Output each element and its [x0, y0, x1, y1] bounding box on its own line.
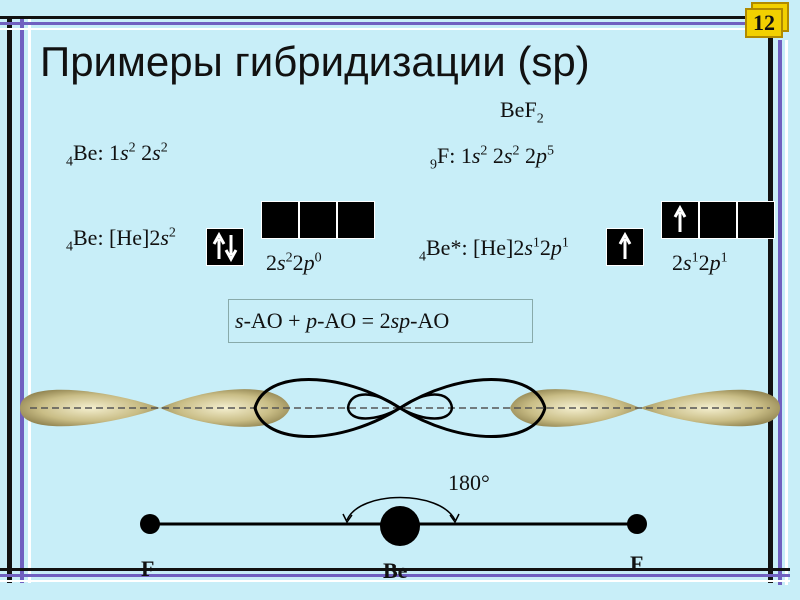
frame-bar [0, 574, 790, 577]
orbital-cell-empty [299, 201, 337, 239]
sp-hybrid-inner-lobe-right [397, 393, 454, 420]
bond-angle-label: 180° [448, 470, 490, 495]
be-excited-s-orbital [606, 228, 644, 266]
sp-hybrid-inner-lobe-left [346, 393, 403, 420]
frame-bar [0, 568, 790, 571]
electron-up-arrow-icon [673, 204, 687, 232]
atom-label-f-right: F [630, 551, 644, 576]
orbital-cell-single [661, 201, 699, 239]
frame-bar [7, 18, 12, 583]
frame-bar [785, 40, 788, 585]
angle-arc-arrow-left [342, 513, 353, 524]
be-excited-orbital-label: 2s12p1 [672, 250, 728, 275]
paired-electron-arrows-icon [212, 231, 238, 263]
linear-molecule-diagram [140, 496, 647, 546]
frame-bar [0, 28, 760, 30]
be-configuration: 4Be: 1s2 2s2 [66, 140, 168, 170]
electron-up-arrow-icon [618, 231, 632, 259]
orbital-cell-paired [206, 228, 244, 266]
hybridization-equation: s-AO + p-AO = 2sp-AO [228, 299, 533, 343]
sp-hybrid-lobe-right [397, 378, 547, 438]
fluorine-atom-left [140, 514, 160, 534]
orbital-cell-empty [261, 201, 299, 239]
frame-bar [0, 580, 790, 582]
frame-bar [0, 16, 760, 19]
slide-number: 12 [745, 8, 783, 38]
atom-label-be: Be [383, 558, 408, 583]
frame-bar [0, 22, 760, 25]
angle-arc-arrow-right [449, 513, 460, 524]
frame-bar [768, 18, 773, 583]
molecule-formula: BeF2 [500, 97, 544, 127]
sp-hybrid-lobe-left [253, 378, 403, 438]
f-configuration: 9F: 1s2 2s2 2p5 [430, 143, 554, 173]
be-ground-s-orbital [206, 228, 244, 266]
orbital-cell-single [606, 228, 644, 266]
f-p-orbital-right [640, 389, 780, 427]
orbital-cell-empty [737, 201, 775, 239]
be-excited-p-orbitals [661, 201, 775, 239]
beryllium-atom [380, 506, 420, 546]
be-ground-p-orbitals [261, 201, 375, 239]
frame-bar [28, 18, 31, 583]
orbital-overlap-diagram [20, 378, 780, 438]
page-title: Примеры гибридизации (sp) [40, 38, 590, 85]
be-ground-state: 4Be: [He]2s2 [66, 225, 176, 255]
orbital-cell-empty [337, 201, 375, 239]
frame-bar [20, 18, 24, 583]
angle-arc [346, 496, 456, 521]
frame-bar [778, 40, 782, 585]
be-excited-state: 4Be*: [He]2s12p1 [419, 235, 569, 265]
be-ground-orbital-label: 2s22p0 [266, 250, 322, 275]
orbital-cell-empty [699, 201, 737, 239]
atom-label-f-left: F [141, 556, 155, 581]
fluorine-atom-right [627, 514, 647, 534]
